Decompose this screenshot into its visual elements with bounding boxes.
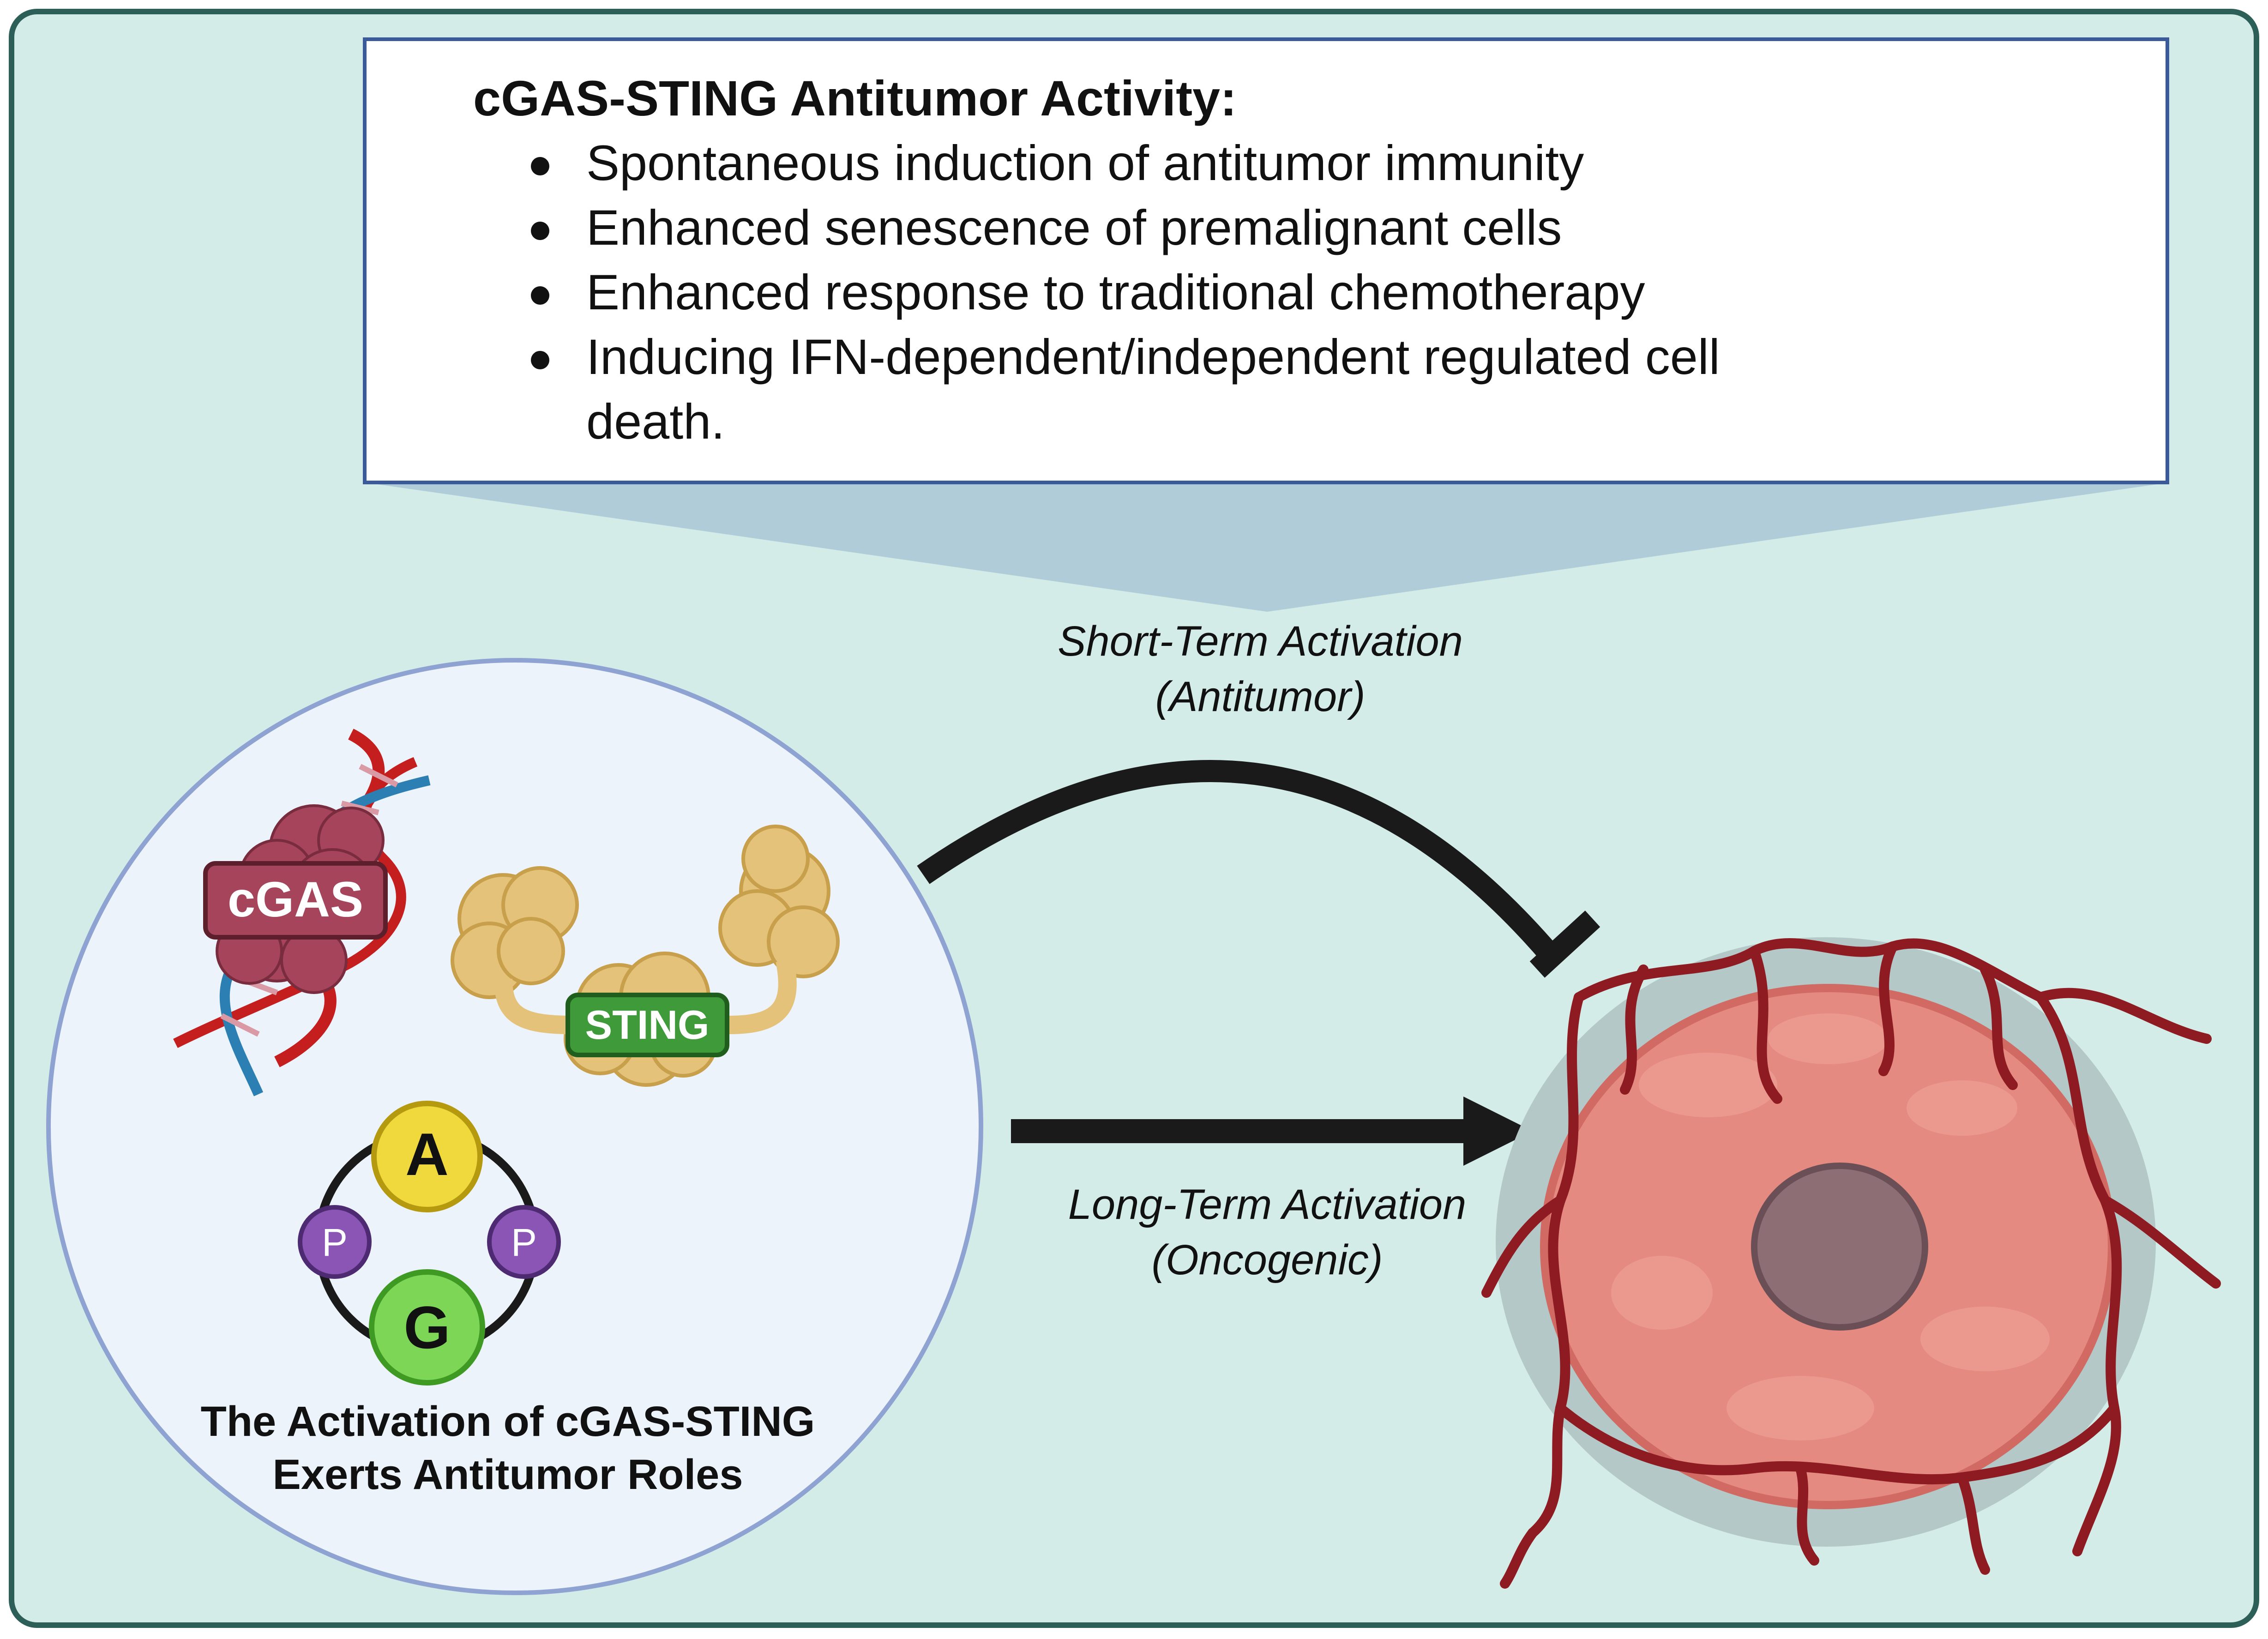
circle-caption-line2: Exerts Antitumor Roles [272, 1451, 743, 1498]
activation-arrow [1011, 1097, 1533, 1166]
p-node-right-label: P [511, 1221, 537, 1264]
p-node-left [298, 1205, 372, 1279]
apg-ring: A G P P [298, 1101, 561, 1386]
bullet-item: Enhanced senescence of premalignant cell… [531, 199, 1562, 255]
g-node-label: G [403, 1294, 450, 1361]
callout-pointer [365, 482, 2170, 612]
bullet-dot [531, 222, 549, 240]
bullet-item: Enhanced response to traditional chemoth… [531, 264, 1645, 320]
activity-panel: cGAS-STING Antitumor Activity: Spontaneo… [363, 37, 2169, 484]
bullet-dot [531, 157, 549, 175]
long-term-sublabel: (Oncogenic) [1151, 1236, 1383, 1283]
bullet-text-continued: death. [586, 393, 725, 449]
blood-vessels [1481, 938, 2221, 1589]
activation-arrowhead [1463, 1097, 1533, 1166]
g-node [369, 1269, 485, 1386]
bullet-item: Spontaneous induction of antitumor immun… [531, 135, 1584, 191]
short-term-sublabel: (Antitumor) [1155, 673, 1366, 720]
p-node-right [487, 1205, 561, 1279]
sting-badge [565, 993, 729, 1057]
cgas-badge [203, 861, 388, 940]
bullet-item: Inducing IFN-dependent/independent regul… [531, 329, 1720, 449]
circle-caption-line1: The Activation of cGAS-STING [201, 1398, 815, 1445]
panel-title: cGAS-STING Antitumor Activity: [473, 70, 1237, 126]
bullet-dot [531, 351, 549, 369]
bullet-list: Spontaneous induction of antitumor immun… [531, 135, 1720, 449]
long-term-label: Long-Term Activation [1068, 1181, 1467, 1228]
short-term-label: Short-Term Activation [1058, 618, 1463, 665]
bullet-text: Spontaneous induction of antitumor immun… [586, 135, 1584, 191]
inhibition-bar [1529, 910, 1600, 978]
a-node-label: A [405, 1121, 449, 1188]
bullet-dot [531, 286, 549, 305]
tumor-cell-icon [1481, 937, 2221, 1589]
activation-circle: cGAS STING A G P [46, 658, 983, 1595]
bullet-text: Inducing IFN-dependent/independent regul… [586, 329, 1720, 385]
bullet-text: Enhanced senescence of premalignant cell… [586, 199, 1562, 255]
tumor-texture [1611, 1013, 2050, 1440]
cgas-label: cGAS [228, 871, 363, 927]
a-node [371, 1101, 483, 1212]
sting-label: STING [585, 1002, 710, 1048]
p-node-left-label: P [322, 1221, 348, 1264]
tumor-nucleus [1751, 1163, 1928, 1331]
inhibition-arrow [917, 760, 1600, 978]
bullet-text: Enhanced response to traditional chemoth… [586, 264, 1645, 320]
